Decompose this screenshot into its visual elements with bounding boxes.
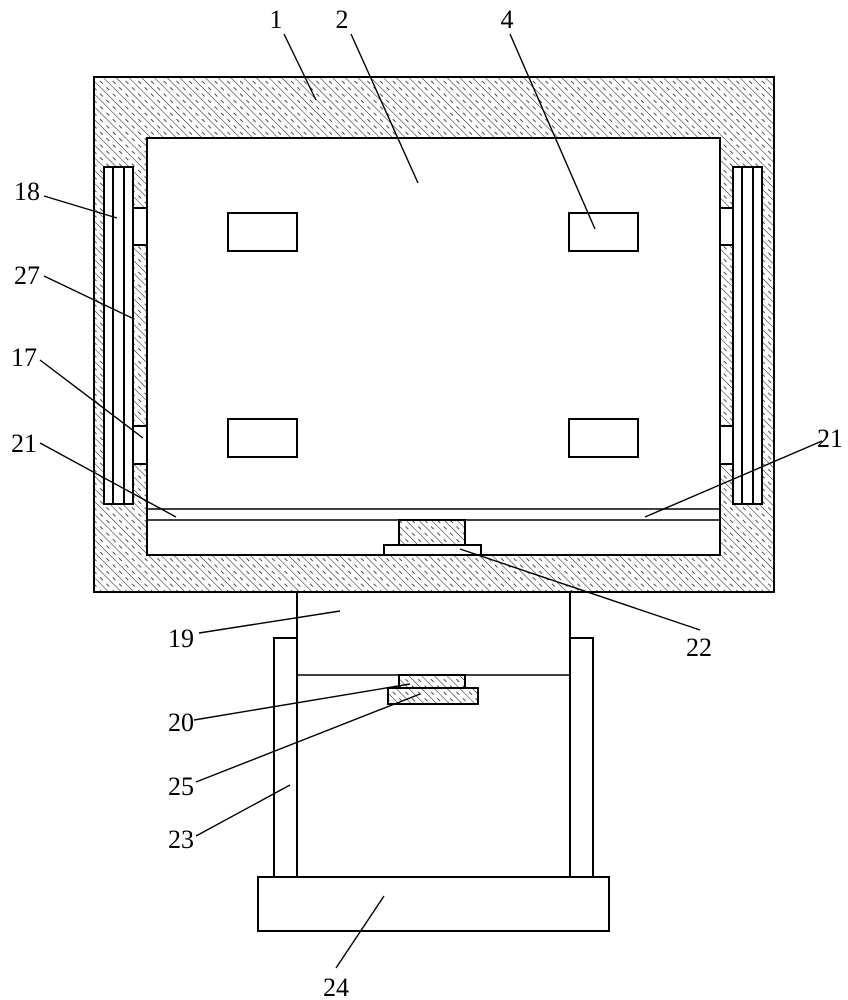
- right-rail-slot: [741, 166, 754, 505]
- connector-plate: [387, 687, 479, 705]
- callout-27: 27: [14, 261, 40, 290]
- callout-22: 22: [686, 633, 712, 662]
- right-slider-lower: [719, 425, 734, 465]
- center-block-hatched: [398, 519, 466, 546]
- callout-20: 20: [168, 708, 194, 737]
- callout-18: 18: [14, 177, 40, 206]
- right-support: [569, 637, 594, 878]
- leader-25: [195, 693, 421, 783]
- left-support: [273, 637, 298, 878]
- leader-19: [198, 610, 341, 634]
- leader-24: [335, 895, 385, 969]
- leader-1: [283, 33, 317, 101]
- base: [257, 876, 610, 932]
- leader-20: [193, 683, 411, 721]
- connector-block: [398, 674, 466, 689]
- callout-2: 2: [336, 5, 349, 34]
- callout-17: 17: [11, 343, 37, 372]
- leader-22: [459, 548, 701, 631]
- leader-27: [43, 275, 133, 319]
- callout-24: 24: [323, 973, 349, 1000]
- leader-21-left: [39, 442, 177, 518]
- window-top-right: [568, 212, 639, 252]
- left-slider-lower: [132, 425, 148, 465]
- inner-box: [146, 137, 721, 556]
- leader-4: [509, 33, 596, 230]
- leader-2: [350, 33, 419, 184]
- callout-1: 1: [270, 5, 283, 34]
- leader-18: [43, 195, 118, 219]
- column: [296, 591, 571, 878]
- left-slider-upper: [132, 207, 148, 246]
- callout-19: 19: [168, 624, 194, 653]
- left-rail-slot: [112, 166, 125, 505]
- right-slider-upper: [719, 207, 734, 246]
- callout-21-right: 21: [817, 424, 843, 453]
- callout-23: 23: [168, 825, 194, 854]
- leader-17: [39, 359, 144, 439]
- callout-21-left: 21: [11, 429, 37, 458]
- leader-23: [195, 784, 291, 837]
- callout-4: 4: [501, 5, 514, 34]
- window-bottom-left: [227, 418, 298, 458]
- callout-25: 25: [168, 772, 194, 801]
- window-top-left: [227, 212, 298, 252]
- center-base: [383, 544, 482, 556]
- leader-21-right: [644, 440, 823, 518]
- window-bottom-right: [568, 418, 639, 458]
